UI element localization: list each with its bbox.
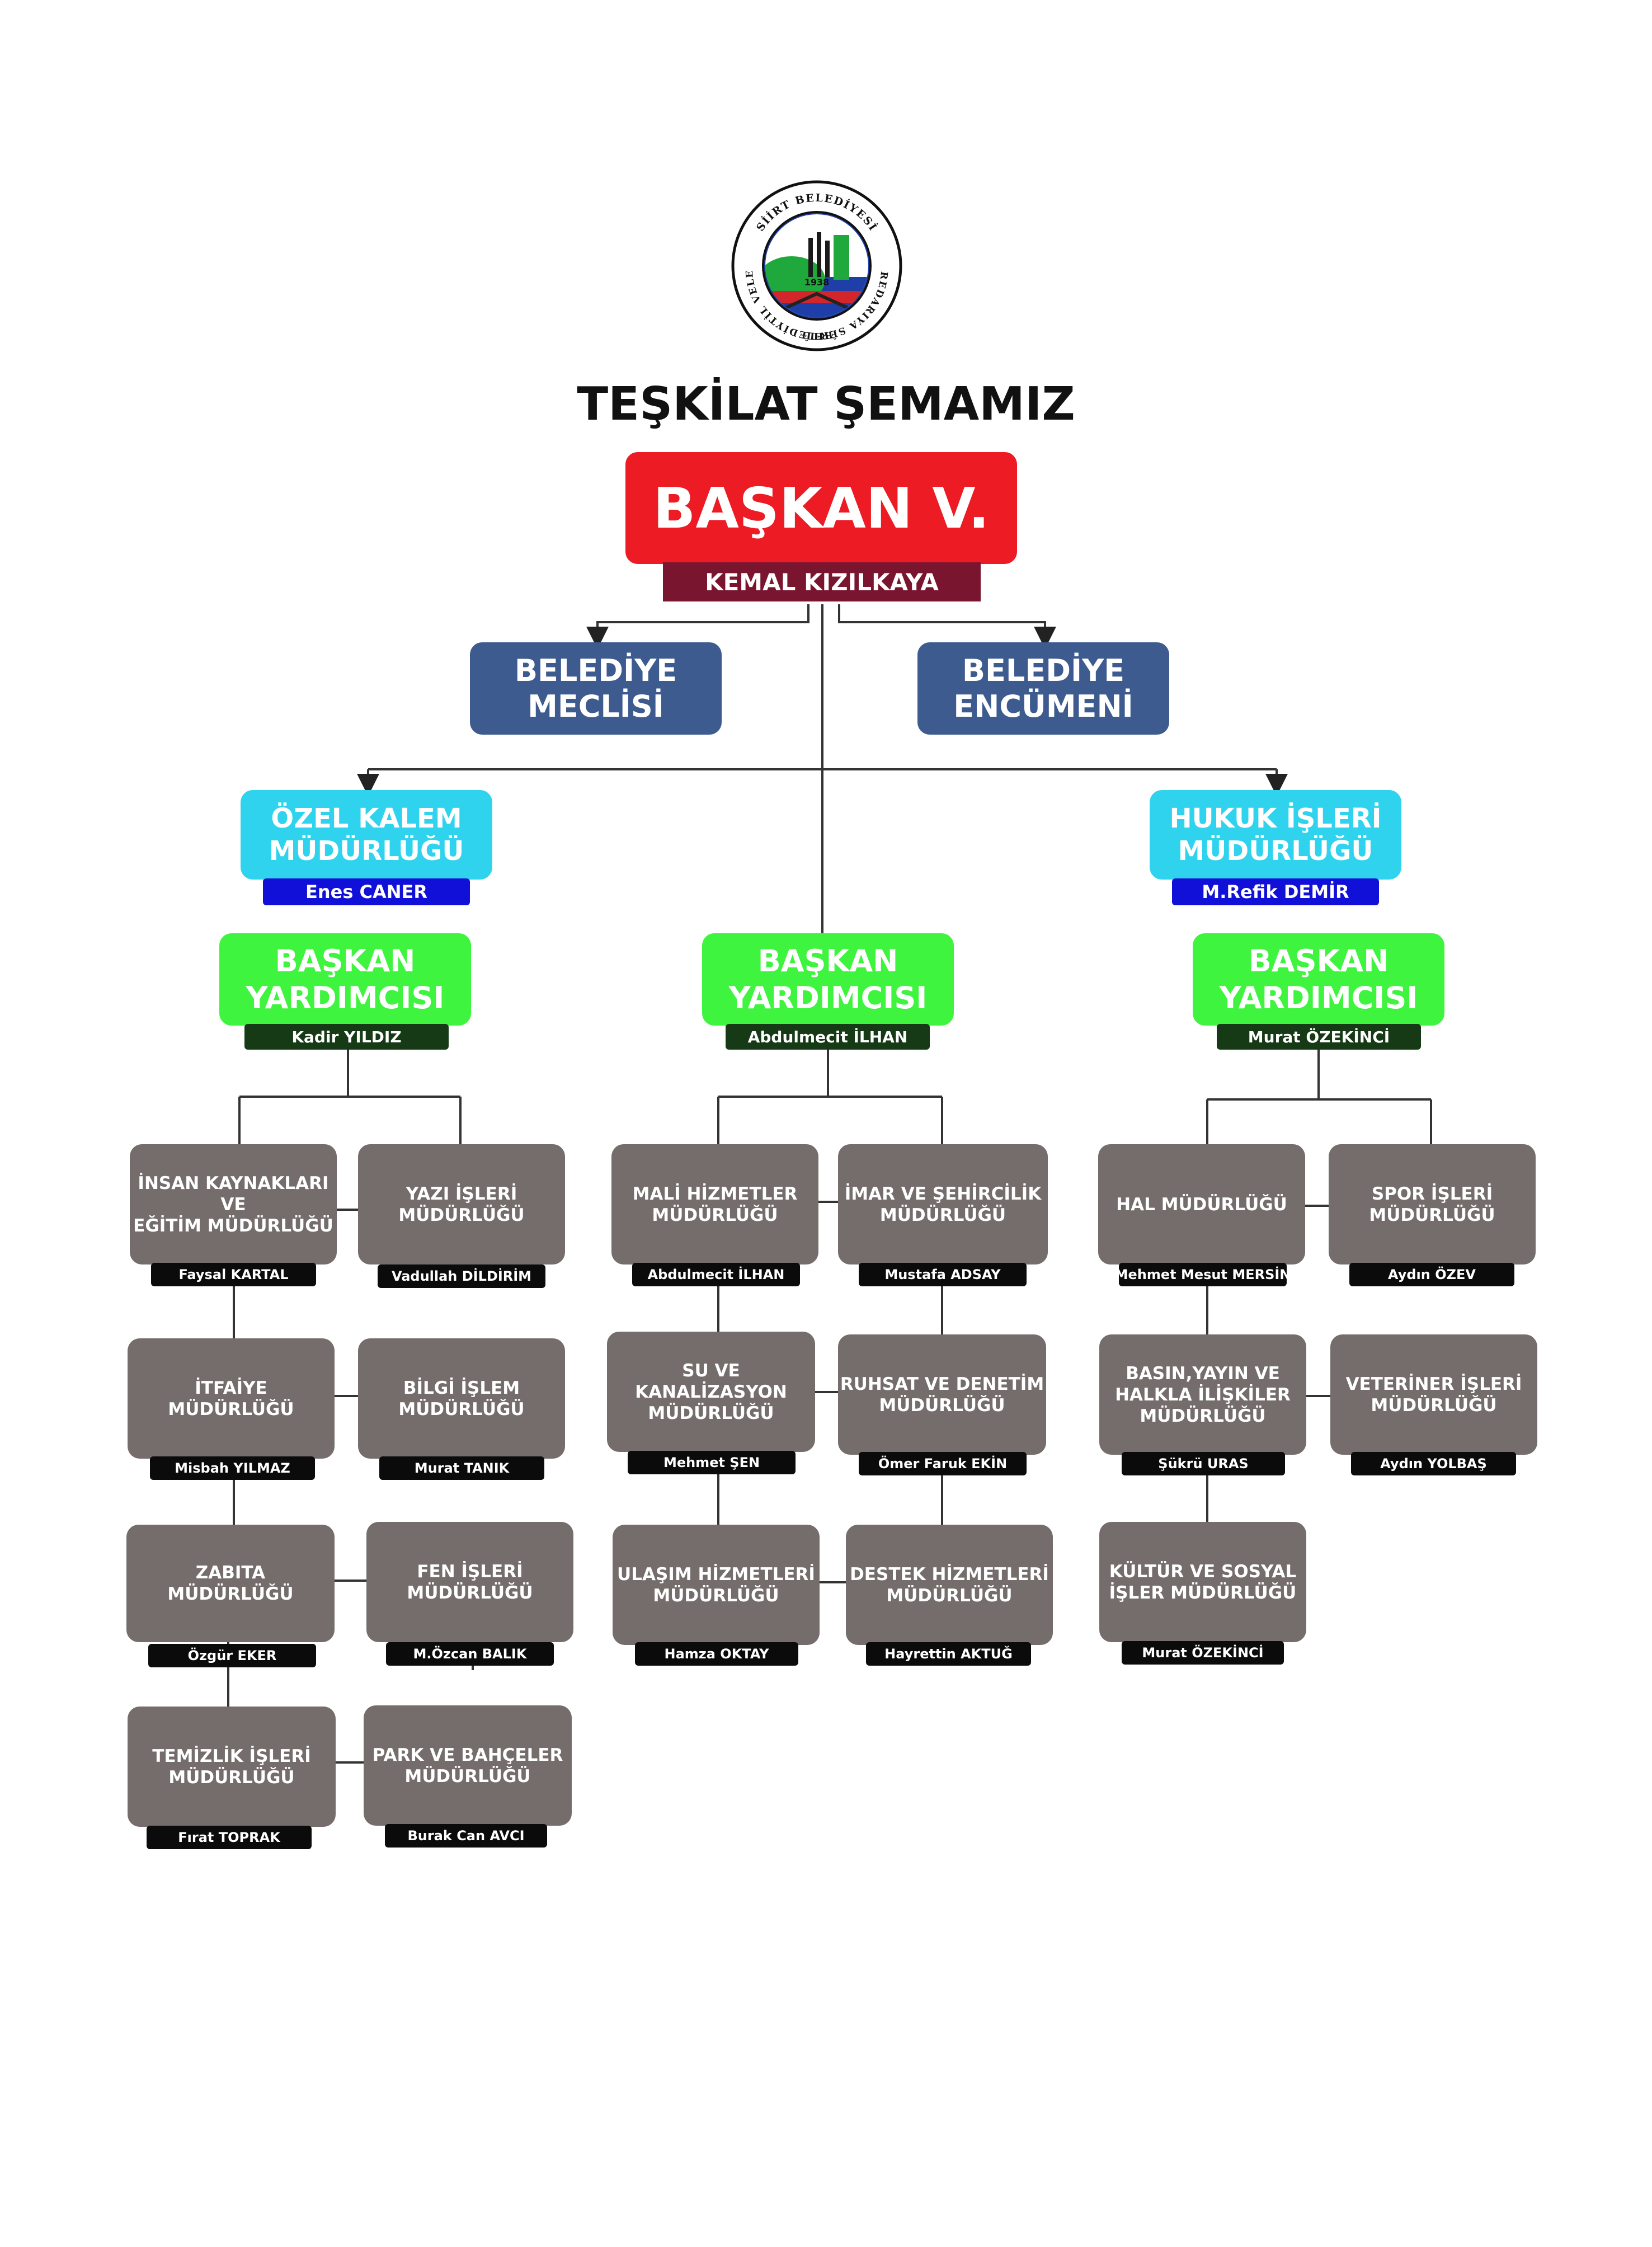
deputy-box-right: BAŞKAN YARDIMCISI xyxy=(1193,933,1444,1026)
park-ve-bahceler-box: PARK VE BAHÇELER MÜDÜRLÜĞÜ xyxy=(364,1705,572,1826)
deputy-name-tag-right: Murat ÖZEKİNCİ xyxy=(1217,1024,1421,1050)
hal-mudurlugu-box: HAL MÜDÜRLÜĞÜ xyxy=(1098,1144,1305,1264)
seal-year: 1938 xyxy=(804,277,830,288)
hukuk-isleri-box: HUKUK İŞLERİ MÜDÜRLÜĞÜ xyxy=(1150,790,1401,880)
kultur-ve-sosyal-name-tag: Murat ÖZEKİNCİ xyxy=(1122,1641,1284,1665)
destek-hizmetleri-name-tag: Hayrettin AKTUĞ xyxy=(866,1642,1031,1666)
fen-isleri-name-tag: M.Özcan BALIK xyxy=(386,1642,554,1666)
ulasim-hizmetleri-box: ULAŞIM HİZMETLERİ MÜDÜRLÜĞÜ xyxy=(613,1525,820,1645)
mali-hizmetler-name-tag: Abdulmecit İLHAN xyxy=(632,1263,800,1286)
insan-kaynaklari-box: İNSAN KAYNAKLARI VE EĞİTİM MÜDÜRLÜĞÜ xyxy=(130,1144,337,1264)
fen-isleri-box: FEN İŞLERİ MÜDÜRLÜĞÜ xyxy=(366,1522,573,1642)
page-title: TEŞKİLAT ŞEMAMIZ xyxy=(577,378,1075,431)
veteriner-isleri-name-tag: Aydın YOLBAŞ xyxy=(1351,1452,1516,1475)
kultur-ve-sosyal-box: KÜLTÜR VE SOSYAL İŞLER MÜDÜRLÜĞÜ xyxy=(1099,1522,1306,1642)
bilgi-islem-box: BİLGİ İŞLEM MÜDÜRLÜĞÜ xyxy=(358,1338,565,1459)
ruhsat-ve-denetim-box: RUHSAT VE DENETİM MÜDÜRLÜĞÜ xyxy=(838,1334,1046,1455)
veteriner-isleri-box: VETERİNER İŞLERİ MÜDÜRLÜĞÜ xyxy=(1330,1334,1537,1455)
belediye-meclisi-box: BELEDİYE MECLİSİ xyxy=(470,642,722,735)
belediye-encumeni-box: BELEDİYE ENCÜMENİ xyxy=(917,642,1169,735)
bilgi-islem-name-tag: Murat TANIK xyxy=(379,1456,544,1480)
siirt-municipality-seal: 1938 SİİRT BELEDİYESİ ŞAREDARIYA SÊRTÊ B… xyxy=(730,179,902,351)
hal-mudurlugu-name-tag: Mehmet Mesut MERSİN xyxy=(1115,1263,1291,1286)
basin-yayin-name-tag: Şükrü URAS xyxy=(1122,1452,1285,1475)
itfaiye-name-tag: Misbah YILMAZ xyxy=(150,1456,315,1480)
itfaiye-box: İTFAİYE MÜDÜRLÜĞÜ xyxy=(128,1338,335,1459)
park-ve-bahceler-name-tag: Burak Can AVCI xyxy=(385,1824,547,1848)
deputy-name-tag-middle: Abdulmecit İLHAN xyxy=(726,1024,930,1050)
insan-kaynaklari-name-tag: Faysal KARTAL xyxy=(151,1263,316,1286)
temizlik-isleri-box: TEMİZLİK İŞLERİ MÜDÜRLÜĞÜ xyxy=(128,1707,336,1827)
imar-ve-sehircilik-box: İMAR VE ŞEHİRCİLİK MÜDÜRLÜĞÜ xyxy=(838,1144,1048,1264)
yazi-isleri-box: YAZI İŞLERİ MÜDÜRLÜĞÜ xyxy=(358,1144,565,1264)
ulasim-hizmetleri-name-tag: Hamza OKTAY xyxy=(635,1642,798,1666)
mayor-name-tag: KEMAL KIZILKAYA xyxy=(663,562,981,601)
deputy-box-middle: BAŞKAN YARDIMCISI xyxy=(702,933,954,1026)
line-mayor-meclis xyxy=(586,604,809,649)
temizlik-isleri-name-tag: Fırat TOPRAK xyxy=(147,1826,312,1849)
deputy-box-left: BAŞKAN YARDIMCISI xyxy=(219,933,471,1026)
deputy-name-tag-left: Kadir YILDIZ xyxy=(244,1024,449,1050)
spor-isleri-name-tag: Aydın ÖZEV xyxy=(1349,1263,1514,1286)
imar-ve-sehircilik-name-tag: Mustafa ADSAY xyxy=(859,1263,1027,1286)
hukuk-isleri-name-tag: M.Refik DEMİR xyxy=(1172,878,1379,905)
spor-isleri-box: SPOR İŞLERİ MÜDÜRLÜĞÜ xyxy=(1329,1144,1536,1264)
ozel-kalem-name-tag: Enes CANER xyxy=(263,878,470,905)
basin-yayin-box: BASIN,YAYIN VE HALKLA İLİŞKİLER MÜDÜRLÜĞ… xyxy=(1099,1334,1306,1455)
su-ve-kanalizasyon-name-tag: Mehmet ŞEN xyxy=(628,1451,796,1474)
ozel-kalem-box: ÖZEL KALEM MÜDÜRLÜĞÜ xyxy=(241,790,492,880)
zabita-box: ZABITA MÜDÜRLÜĞÜ xyxy=(126,1525,335,1642)
zabita-name-tag: Özgür EKER xyxy=(148,1644,316,1667)
mali-hizmetler-box: MALİ HİZMETLER MÜDÜRLÜĞÜ xyxy=(611,1144,818,1264)
mayor-box: BAŞKAN V. xyxy=(625,452,1017,564)
line-mayor-encumen xyxy=(838,604,1056,649)
destek-hizmetleri-box: DESTEK HİZMETLERİ MÜDÜRLÜĞÜ xyxy=(846,1525,1053,1645)
ruhsat-ve-denetim-name-tag: Ömer Faruk EKİN xyxy=(859,1452,1027,1475)
su-ve-kanalizasyon-box: SU VE KANALİZASYON MÜDÜRLÜĞÜ xyxy=(607,1332,815,1452)
yazi-isleri-name-tag: Vadullah DİLDİRİM xyxy=(378,1264,545,1288)
